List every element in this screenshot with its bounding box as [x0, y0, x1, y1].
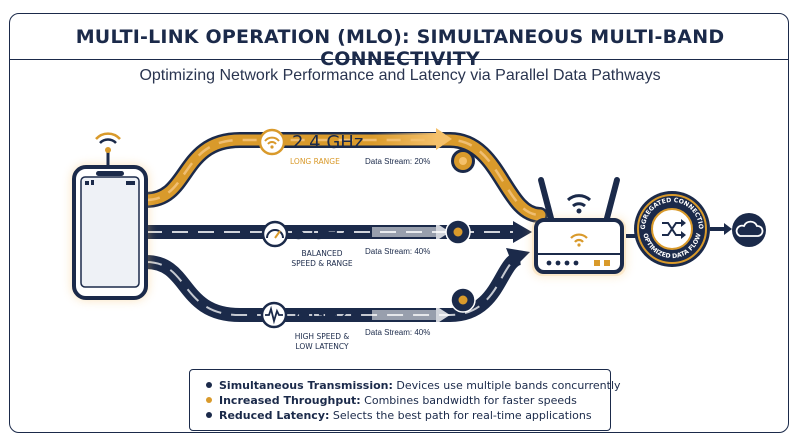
data-stream-arrow-5ghz — [372, 223, 450, 241]
router-icon — [532, 177, 640, 276]
legend-item-simultaneous-text: Devices use multiple bands concurrently — [392, 379, 621, 392]
band-desc-6ghz-line-1: HIGH SPEED & — [294, 332, 350, 341]
legend-item-throughput-text: Combines bandwidth for faster speeds — [360, 394, 577, 407]
benefits-legend: Simultaneous Transmission: Devices use m… — [189, 369, 621, 431]
band-name-5ghz: 5 GHz — [294, 223, 349, 244]
band-desc-2-4ghz: LONG RANGE — [290, 157, 340, 166]
smartphone-icon — [72, 132, 148, 300]
data-stream-label-6ghz: Data Stream: 40% — [365, 328, 431, 337]
data-stream-arrow-6ghz — [372, 306, 450, 324]
legend-item-throughput-title: Increased Throughput: — [219, 394, 361, 407]
band-path-6ghz — [145, 248, 530, 322]
band-desc-6ghz: HIGH SPEED & LOW LATENCY — [282, 332, 362, 352]
band-desc-6ghz-line-2: LOW LATENCY — [295, 342, 349, 351]
path-node-5ghz — [445, 219, 471, 245]
legend-item-latency-title: Reduced Latency: — [219, 409, 330, 422]
bullet-dot — [206, 382, 212, 388]
band-desc-5ghz-line-1: BALANCED — [301, 249, 343, 258]
path-node-6ghz — [450, 287, 476, 313]
page-subtitle: Optimizing Network Performance and Laten… — [139, 67, 661, 84]
data-stream-label-5ghz: Data Stream: 40% — [365, 247, 431, 256]
band-name-2-4ghz: 2.4 GHz — [292, 132, 364, 153]
band-path-2-4ghz — [138, 132, 548, 223]
legend-item-simultaneous: Simultaneous Transmission: Devices use m… — [206, 378, 621, 393]
title-divider — [9, 59, 789, 60]
band-desc-5ghz-line-2: SPEED & RANGE — [291, 259, 353, 268]
legend-item-latency-text: Selects the best path for real-time appl… — [329, 409, 592, 422]
legend-item-throughput: Increased Throughput: Combines bandwidth… — [206, 393, 610, 408]
wifi-icon — [258, 128, 286, 156]
legend-item-latency: Reduced Latency: Selects the best path f… — [206, 408, 610, 423]
data-stream-arrow-2-4ghz — [372, 128, 452, 150]
band-desc-5ghz: BALANCED SPEED & RANGE — [282, 249, 362, 269]
shuffle-icon — [662, 219, 686, 239]
band-name-6ghz: 6 GHz — [294, 305, 349, 326]
path-node-2-4ghz — [451, 149, 475, 173]
output-arrow — [710, 223, 732, 235]
legend-item-simultaneous-title: Simultaneous Transmission: — [219, 379, 393, 392]
speedometer-icon — [261, 220, 289, 248]
bullet-dot — [206, 412, 212, 418]
cloud-icon — [732, 213, 766, 247]
data-stream-label-2-4ghz: Data Stream: 20% — [365, 157, 431, 166]
bullet-dot — [206, 397, 212, 403]
pulse-icon — [260, 301, 288, 329]
